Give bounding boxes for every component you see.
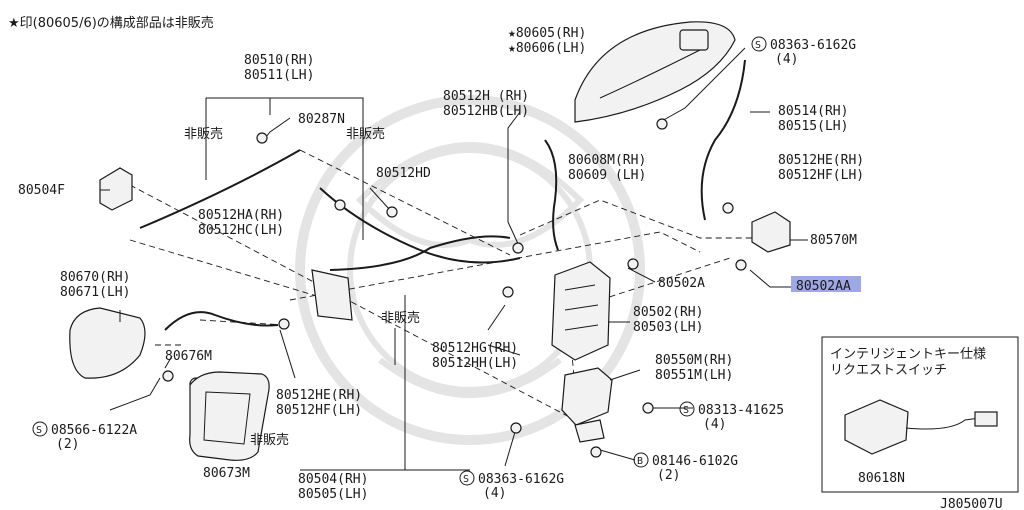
label-80510: 80510(RH) — [244, 53, 314, 68]
note-text: ★印(80605/6)の構成部品は非販売 — [8, 15, 214, 31]
label-80670: 80670(RH) — [60, 270, 130, 285]
label-80512hd: 80512HD — [376, 166, 431, 181]
label-80605: ★80605(RH) — [508, 26, 586, 41]
s-mark-icon — [32, 421, 48, 437]
lock-bracket — [311, 269, 353, 321]
b-mark-text: B — [637, 456, 643, 467]
label-80676m: 80676M — [165, 349, 212, 364]
label-08313: 08313-41625 — [698, 403, 784, 418]
label-80512ha: 80512HA(RH) — [198, 208, 284, 223]
request-switch — [844, 399, 998, 455]
label-80606: ★80606(LH) — [508, 41, 586, 56]
label-hihan-2: 非販売 — [346, 126, 385, 142]
label-80512he-left: 80512HE(RH) — [276, 388, 362, 403]
label-08146-qty: (2) — [657, 468, 680, 483]
actuator-lower — [561, 367, 613, 443]
spec-box: インテリジェントキー仕様 リクエストスイッチ 80618N — [821, 336, 1019, 493]
label-08146: 08146-6102G — [652, 454, 738, 469]
spec-title-1: インテリジェントキー仕様 — [830, 347, 986, 362]
striker-lock — [751, 211, 791, 253]
s-mark-icon — [751, 36, 767, 52]
label-08363-bottom: 08363-6162G — [478, 472, 564, 487]
label-80618n: 80618N — [858, 471, 905, 486]
label-hihan-4: 非販売 — [250, 432, 289, 448]
label-80570m: 80570M — [810, 233, 857, 248]
label-80503: 80503(LH) — [633, 320, 703, 335]
highlight-80502aa — [791, 276, 861, 292]
label-80514: 80514(RH) — [778, 104, 848, 119]
b-mark-icon — [633, 452, 649, 468]
label-80608m: 80608M(RH) — [568, 153, 646, 168]
s-mark-text: S — [683, 405, 689, 416]
label-80512hc: 80512HC(LH) — [198, 223, 284, 238]
label-08566: 08566-6122A — [51, 423, 137, 438]
label-80512hb: 80512HB(LH) — [443, 104, 529, 119]
spec-title-2: リクエストスイッチ — [830, 363, 947, 378]
label-80671: 80671(LH) — [60, 285, 130, 300]
key-cylinder-switch — [99, 167, 133, 211]
label-80512hf-left: 80512HF(LH) — [276, 403, 362, 418]
label-08566-qty: (2) — [56, 437, 79, 452]
label-80504: 80504(RH) — [298, 472, 368, 487]
label-80512hf-right: 80512HF(LH) — [778, 168, 864, 183]
label-hihan-1: 非販売 — [184, 126, 223, 142]
label-80515: 80515(LH) — [778, 119, 848, 134]
label-08363-top: 08363-6162G — [770, 38, 856, 53]
label-80512hh: 80512HH(LH) — [432, 356, 518, 371]
label-80505: 80505(LH) — [298, 487, 368, 502]
label-80512he-right: 80512HE(RH) — [778, 153, 864, 168]
label-80287n: 80287N — [298, 112, 345, 127]
s-mark-icon — [679, 401, 695, 417]
label-08363-bottom-qty: (4) — [483, 486, 506, 501]
label-hihan-3: 非販売 — [381, 310, 420, 326]
label-80550m: 80550M(RH) — [655, 353, 733, 368]
watermark-emblem — [295, 95, 645, 445]
label-80512hg: 80512HG(RH) — [432, 341, 518, 356]
part-labels: ★80605(RH) ★80606(LH) S 08363-6162G (4) … — [18, 26, 864, 502]
label-80673m: 80673M — [203, 466, 250, 481]
s-mark-text: S — [36, 425, 42, 436]
escutcheon — [189, 371, 270, 461]
label-80551m: 80551M(LH) — [655, 368, 733, 383]
s-mark-text: S — [755, 40, 761, 51]
label-08313-qty: (4) — [703, 417, 726, 432]
label-80502aa: 80502AA — [796, 279, 851, 294]
label-80504f: 80504F — [18, 183, 65, 198]
s-mark-icon — [459, 470, 475, 486]
label-80609: 80609 (LH) — [568, 168, 646, 183]
outside-handle — [574, 21, 736, 123]
label-80512h: 80512H (RH) — [443, 89, 529, 104]
leader-lines — [100, 47, 808, 471]
label-80502: 80502(RH) — [633, 305, 703, 320]
label-08363-top-qty: (4) — [775, 52, 798, 67]
rods — [139, 59, 746, 331]
label-80502a: 80502A — [658, 276, 705, 291]
label-80511: 80511(LH) — [244, 68, 314, 83]
fasteners — [162, 118, 747, 458]
door-lock-actuator — [551, 261, 611, 361]
s-mark-text: S — [463, 474, 469, 485]
diagram-code: J805007U — [940, 497, 1003, 510]
